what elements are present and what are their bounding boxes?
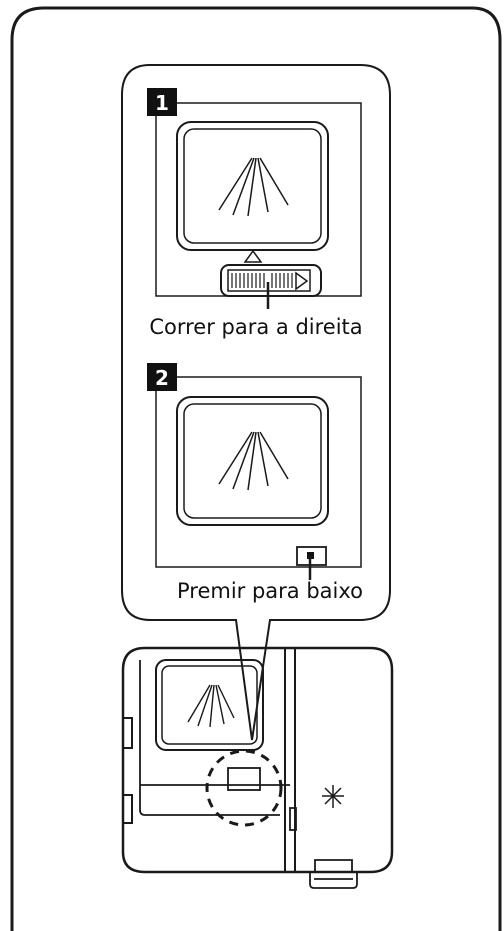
dispenser-window-inner xyxy=(161,665,258,745)
highlight-circle xyxy=(205,749,283,827)
dispenser-body xyxy=(121,646,394,874)
dispenser-button[interactable] xyxy=(227,767,261,791)
step-1-badge xyxy=(147,88,177,116)
triangle-pointer-icon xyxy=(243,249,263,263)
step-1-window-outer xyxy=(176,121,329,251)
dispenser-window-outer xyxy=(155,659,264,751)
compartment-outline xyxy=(139,660,280,816)
sun-rinse-indicator-icon xyxy=(322,785,344,808)
step-2-window-outer xyxy=(176,396,329,526)
callout-bubble xyxy=(121,64,391,741)
left-clip-upper xyxy=(122,717,133,749)
step-1-frame xyxy=(155,102,362,297)
rinse-aid-spray-icon xyxy=(218,431,289,491)
step-2-caption: Premir para baixo xyxy=(177,579,363,603)
rinse-aid-spray-icon xyxy=(218,157,289,217)
outer-frame xyxy=(10,6,502,931)
push-button-dot xyxy=(307,552,314,559)
step-2-frame xyxy=(155,376,362,568)
rinse-aid-spray-icon xyxy=(187,684,235,728)
step-1-window-inner xyxy=(183,128,322,244)
step-2-panel: 2 Premir para baixo xyxy=(147,363,363,603)
step-1-panel: 1 xyxy=(147,88,363,339)
bottom-latch xyxy=(309,859,358,889)
step-2-badge xyxy=(147,363,177,391)
right-clip xyxy=(289,807,297,831)
left-clip-lower xyxy=(122,794,133,824)
slider-grip xyxy=(231,273,293,288)
dispenser-unit xyxy=(121,646,394,889)
step-1-caption: Correr para a direita xyxy=(149,315,362,339)
step-1-number: 1 xyxy=(155,91,169,115)
step-2-number: 2 xyxy=(155,366,169,390)
step-2-window-inner xyxy=(183,403,322,519)
slider-arrow-right-icon xyxy=(295,271,309,291)
